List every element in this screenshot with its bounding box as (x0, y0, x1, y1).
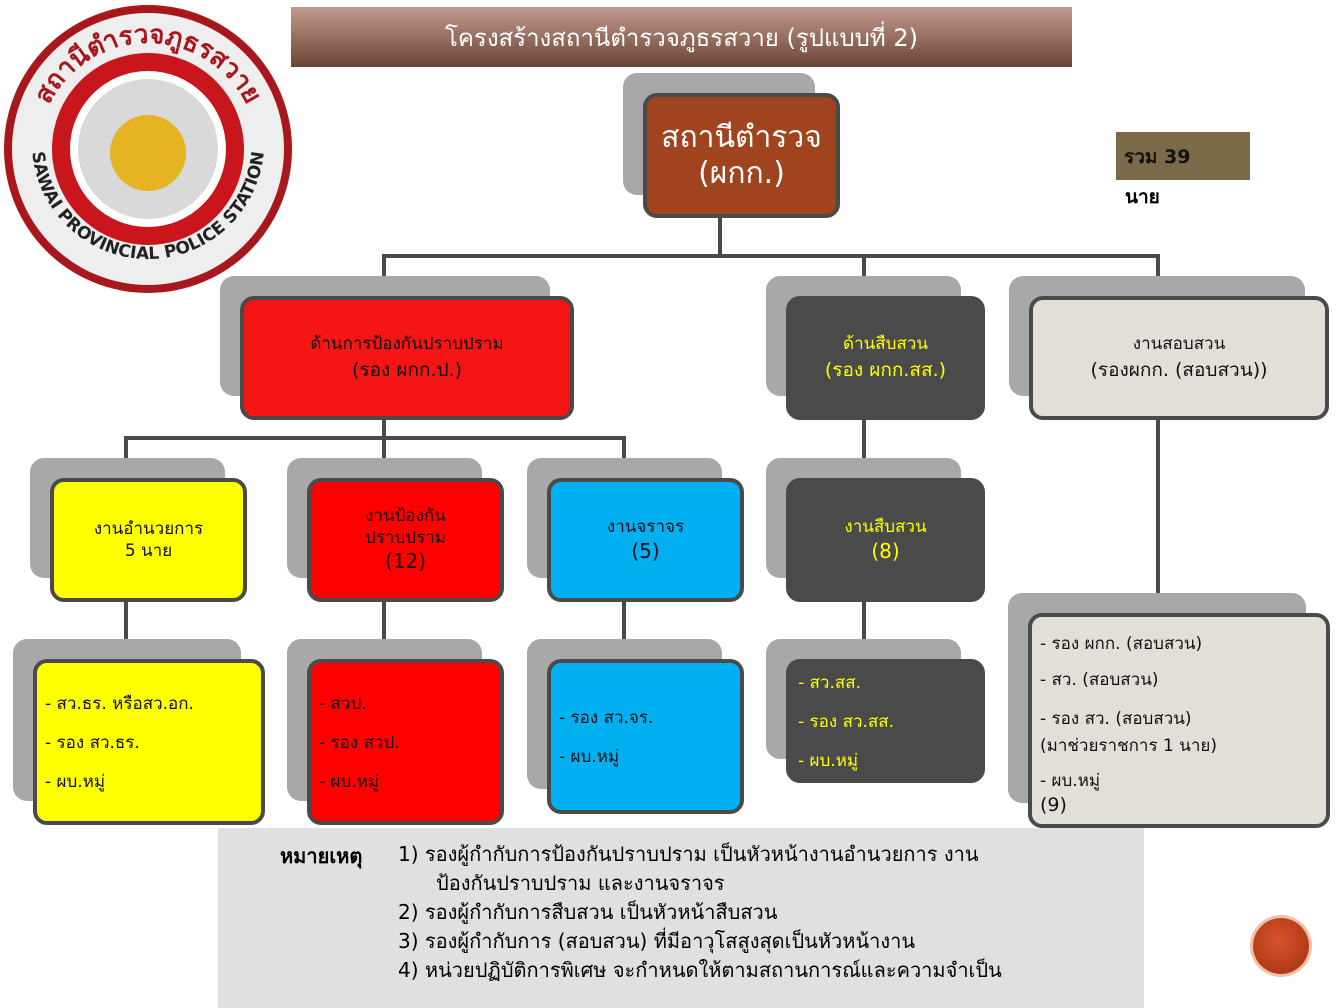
position-item: (มาช่วยราชการ 1 นาย) (1040, 736, 1217, 756)
total-badge: รวม 39 (1116, 132, 1250, 180)
position-item: - ผบ.หมู่ (45, 771, 106, 792)
remark-line: 3) รองผู้กำกับการ (สอบสวน) ที่มีอาวุโสสู… (398, 929, 916, 953)
node-subtitle: (รองผกก. (สอบสวน)) (1090, 358, 1268, 381)
connector (382, 600, 386, 662)
node-subtitle: (รอง ผกก.ป.) (351, 358, 463, 381)
page-title: โครงสร้างสถานีตำรวจภูธรสวาย (รูปแบบที่ 2… (291, 7, 1072, 67)
position-item: - สว. (สอบสวน) (1040, 670, 1159, 690)
node-title: ด้านสืบสวน (843, 333, 928, 354)
position-item: - รอง สว.ธร. (45, 732, 140, 753)
remarks-label: หมายเหตุ (280, 844, 363, 868)
positions-administration: - สว.ธร. หรือสว.อก. - รอง สว.ธร. - ผบ.หมู่ (33, 659, 265, 825)
node-title: งานสอบสวน (1132, 333, 1226, 354)
connector (622, 600, 626, 662)
node-prevention-work: งานป้องกันปราบปราม(12) (307, 478, 504, 602)
node-title: งานจราจร (606, 516, 685, 537)
remark-line: 4) หน่วยปฏิบัติการพิเศษ จะกำหนดให้ตามสถา… (398, 958, 1002, 982)
remark-line: ป้องกันปราบปราม และงานจราจร (436, 871, 725, 895)
connector (124, 436, 626, 440)
remark-line: 1) รองผู้กำกับการป้องกันปราบปราม เป็นหัว… (398, 842, 979, 866)
position-item: - สว.ธร. หรือสว.อก. (45, 693, 194, 714)
node-inquiry: งานสอบสวน (รองผกก. (สอบสวน)) (1029, 296, 1329, 420)
nav-circle-button[interactable] (1253, 918, 1309, 974)
position-count: (9) (1040, 794, 1067, 816)
positions-investigation: - สว.สส. - รอง สว.สส. - ผบ.หมู่ (786, 659, 985, 783)
connector (862, 418, 866, 480)
positions-traffic: - รอง สว.จร. - ผบ.หมู่ (547, 659, 744, 814)
node-prevention-suppression: ด้านการป้องกันปราบปราม (รอง ผกก.ป.) (240, 296, 574, 420)
position-item: - รอง ผกก. (สอบสวน) (1040, 634, 1203, 654)
position-item: - ผบ.หมู่ (559, 746, 620, 767)
positions-inquiry: - รอง ผกก. (สอบสวน) - สว. (สอบสวน) - รอง… (1028, 613, 1330, 828)
node-count: (5) (631, 539, 660, 564)
position-item: - ผบ.หมู่ (319, 771, 380, 792)
remark-line: 2) รองผู้กำกับการสืบสวน เป็นหัวหน้าสืบสว… (398, 900, 778, 924)
node-subtitle: (รอง ผกก.สส.) (824, 358, 947, 381)
remarks-panel: หมายเหตุ 1) รองผู้กำกับการป้องกันปราบปรา… (218, 828, 1144, 1008)
position-item: - ผบ.หมู่ (798, 750, 859, 771)
node-subtitle: 5 นาย (124, 541, 173, 561)
connector (382, 418, 386, 480)
node-subtitle: (ผกก.) (698, 155, 785, 191)
connector (718, 218, 722, 258)
position-item: - รอง สว.สส. (798, 711, 895, 732)
node-title-2: ปราบปราม (365, 527, 446, 548)
position-item: - รอง สว. (สอบสวน) (1040, 709, 1192, 729)
node-title: งานสืบสวน (844, 516, 927, 537)
node-count: (8) (871, 539, 900, 564)
positions-prevention: - สวป. - รอง สวป. - ผบ.หมู่ (307, 659, 504, 825)
position-item: - รอง สวป. (319, 732, 400, 753)
total-unit: นาย (1125, 186, 1160, 208)
node-investigation: ด้านสืบสวน (รอง ผกก.สส.) (786, 296, 985, 420)
position-item: - ผบ.หมู่ (1040, 771, 1101, 791)
root-node-police-station: สถานีตำรวจ (ผกก.) (643, 93, 840, 218)
police-station-logo: สถานีตำรวจภูธรสวาย SAWAI PROVINCIAL POLI… (4, 5, 292, 293)
remarks-list: 1) รองผู้กำกับการป้องกันปราบปราม เป็นหัว… (398, 840, 1002, 985)
position-item: - สวป. (319, 693, 367, 714)
position-item: - สว.สส. (798, 672, 862, 693)
node-count: (12) (384, 548, 427, 573)
connector (382, 254, 1160, 258)
node-traffic: งานจราจร(5) (547, 478, 744, 602)
node-title: ด้านการป้องกันปราบปราม (310, 333, 504, 354)
connector (124, 600, 128, 662)
node-title: งานอำนวยการ (93, 518, 204, 539)
node-title: งานป้องกัน (365, 506, 446, 527)
position-item: - รอง สว.จร. (559, 707, 654, 728)
node-investigation-work: งานสืบสวน(8) (786, 478, 985, 602)
node-title: สถานีตำรวจ (661, 119, 822, 155)
connector (862, 600, 866, 662)
connector (1156, 418, 1160, 616)
